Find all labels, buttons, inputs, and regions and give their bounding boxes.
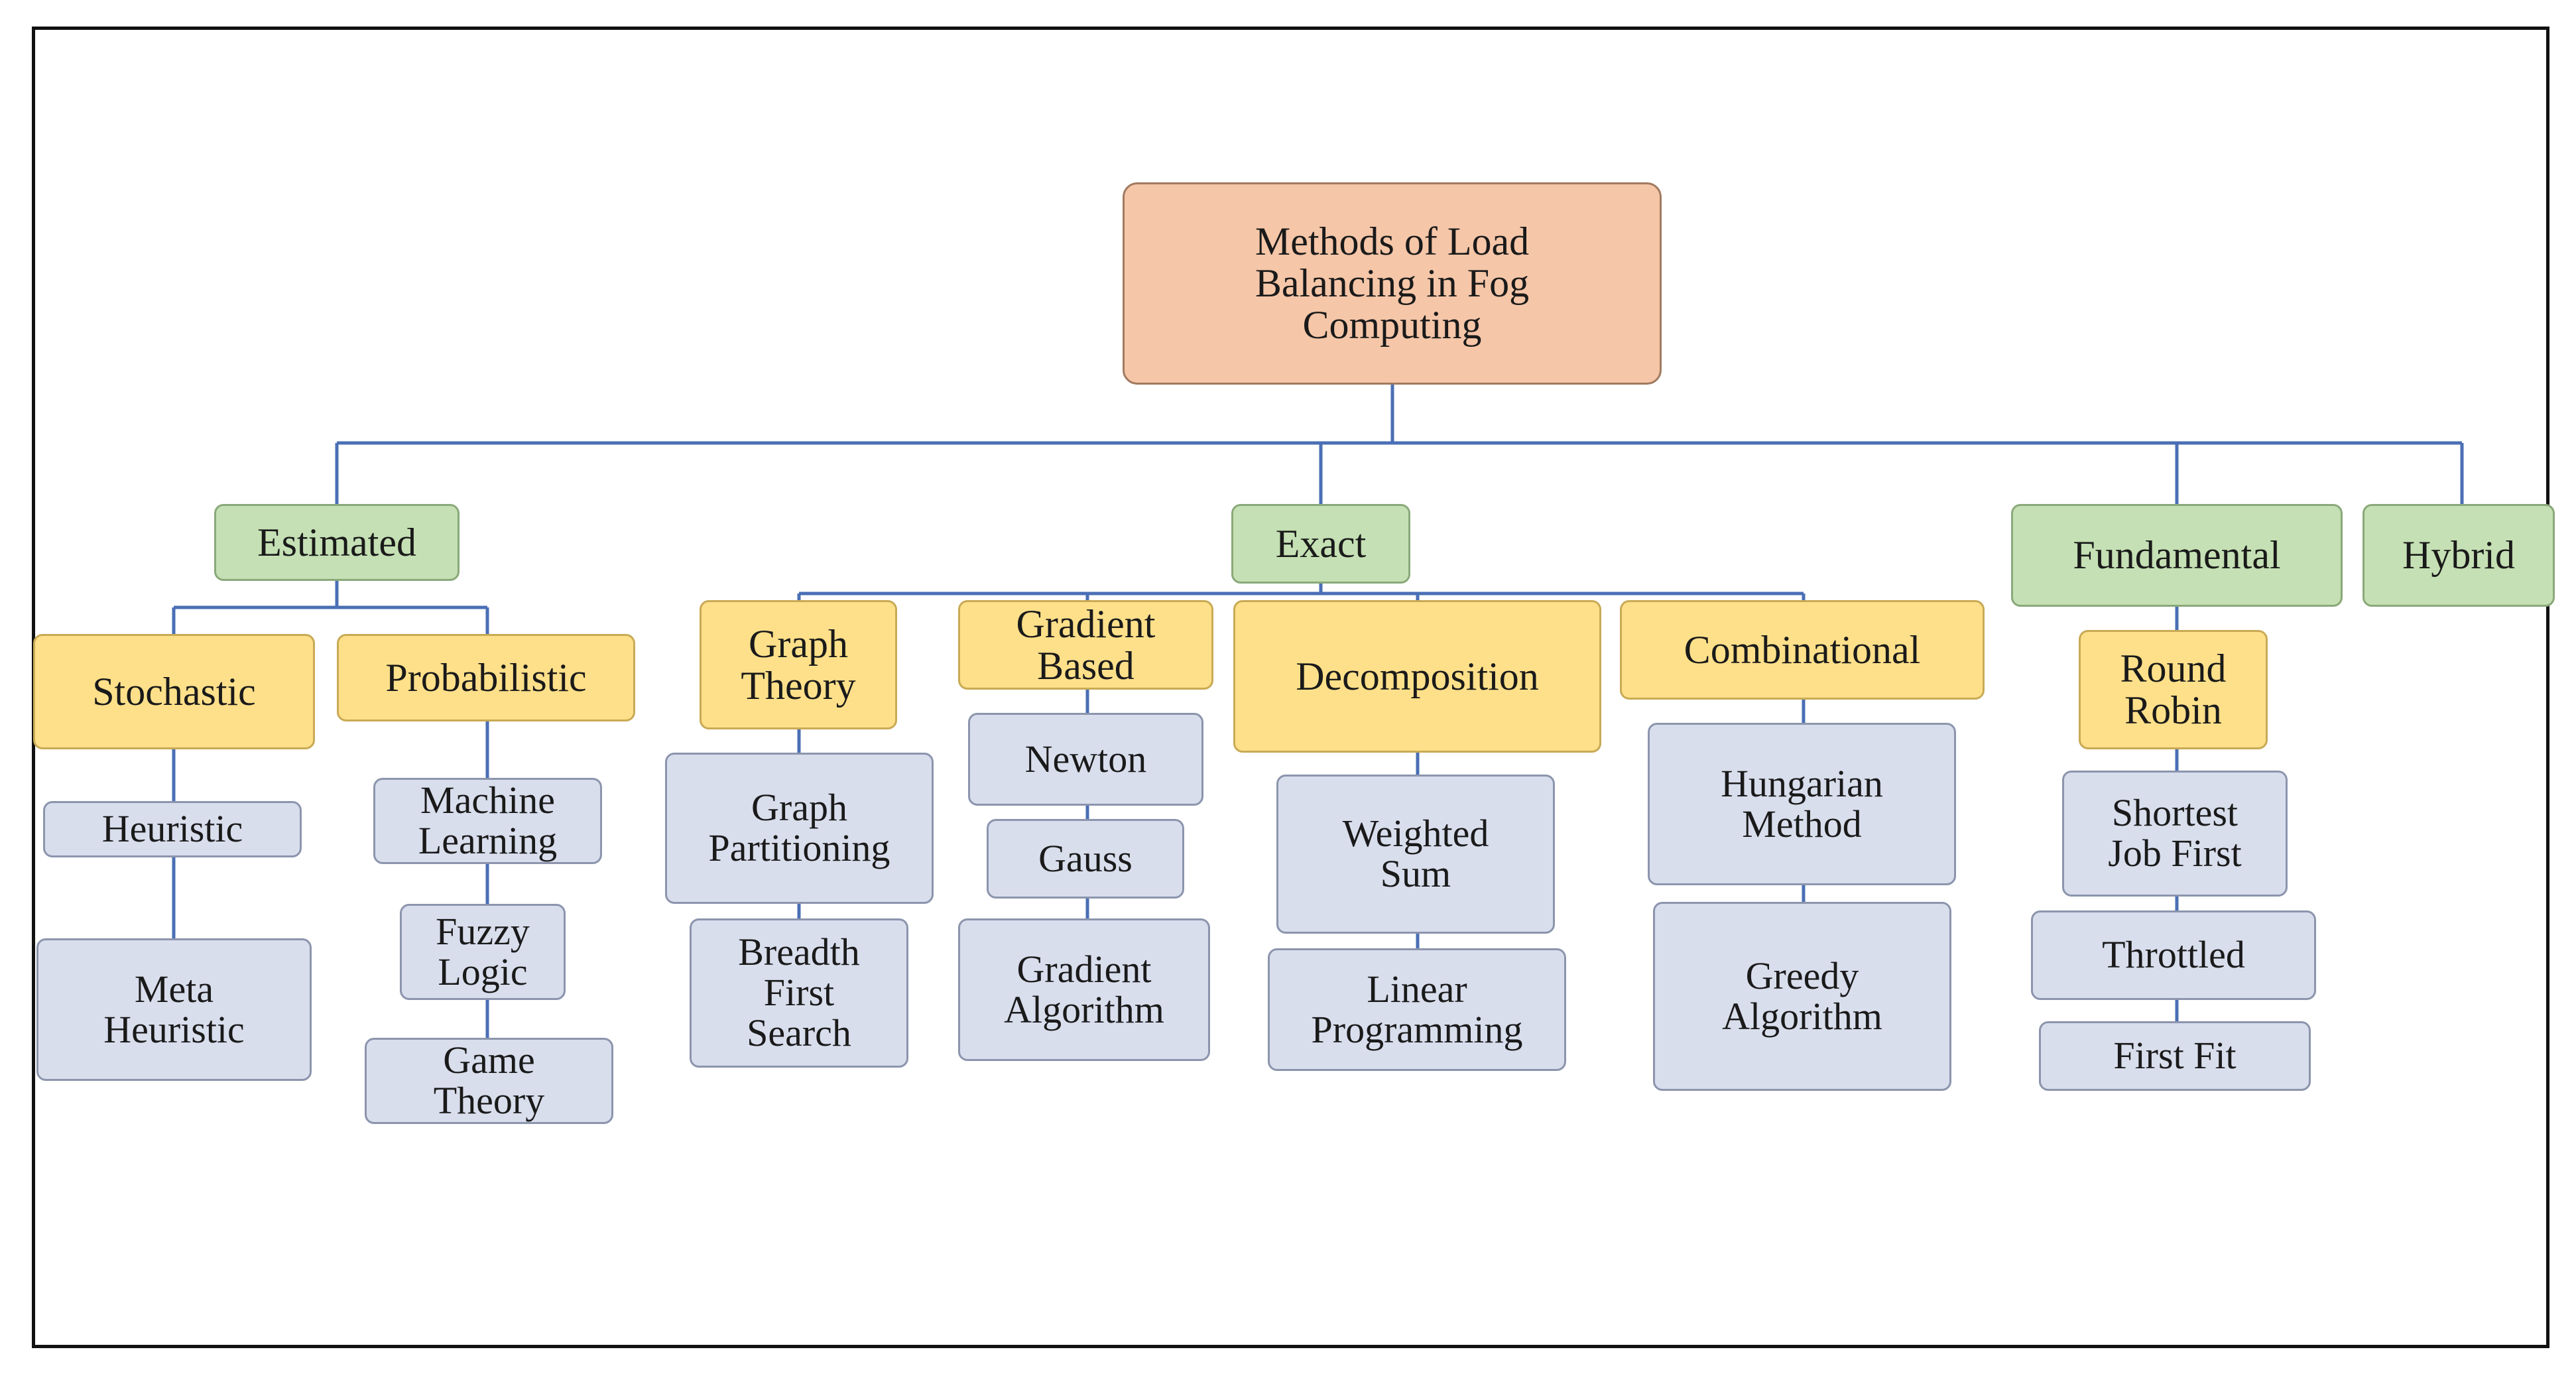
leaf-breadth-first-search: Breadth First Search — [690, 918, 908, 1068]
leaf-gauss: Gauss — [987, 819, 1184, 899]
category-estimated: Estimated — [214, 504, 460, 581]
subcategory-stochastic: Stochastic — [33, 634, 315, 749]
leaf-hungarian-method: Hungarian Method — [1648, 723, 1956, 885]
category-hybrid: Hybrid — [2362, 504, 2555, 607]
leaf-meta-heuristic: Meta Heuristic — [36, 938, 312, 1081]
leaf-heuristic: Heuristic — [43, 801, 302, 857]
subcategory-combinational: Combinational — [1620, 600, 1985, 700]
leaf-throttled: Throttled — [2031, 910, 2316, 1000]
leaf-linear-programming: Linear Programming — [1268, 948, 1566, 1071]
leaf-fuzzy-logic: Fuzzy Logic — [400, 904, 566, 1000]
leaf-graph-partitioning: Graph Partitioning — [665, 753, 934, 904]
subcategory-gradient-based: Gradient Based — [958, 600, 1213, 690]
leaf-first-fit: First Fit — [2039, 1021, 2311, 1091]
leaf-machine-learning: Machine Learning — [373, 778, 602, 864]
leaf-shortest-job-first: Shortest Job First — [2062, 771, 2288, 897]
leaf-newton: Newton — [968, 713, 1203, 806]
leaf-weighted-sum: Weighted Sum — [1276, 775, 1555, 934]
category-exact: Exact — [1231, 504, 1410, 584]
leaf-greedy-algorithm: Greedy Algorithm — [1653, 902, 1951, 1091]
subcategory-probabilistic: Probabilistic — [337, 634, 635, 721]
subcategory-round-robin: Round Robin — [2079, 630, 2268, 749]
subcategory-decomposition: Decomposition — [1233, 600, 1601, 753]
root-node: Methods of Load Balancing in Fog Computi… — [1123, 182, 1662, 385]
leaf-gradient-algorithm: Gradient Algorithm — [958, 918, 1210, 1061]
category-fundamental: Fundamental — [2011, 504, 2343, 607]
leaf-game-theory: Game Theory — [365, 1038, 613, 1124]
subcategory-graph-theory: Graph Theory — [700, 600, 897, 729]
